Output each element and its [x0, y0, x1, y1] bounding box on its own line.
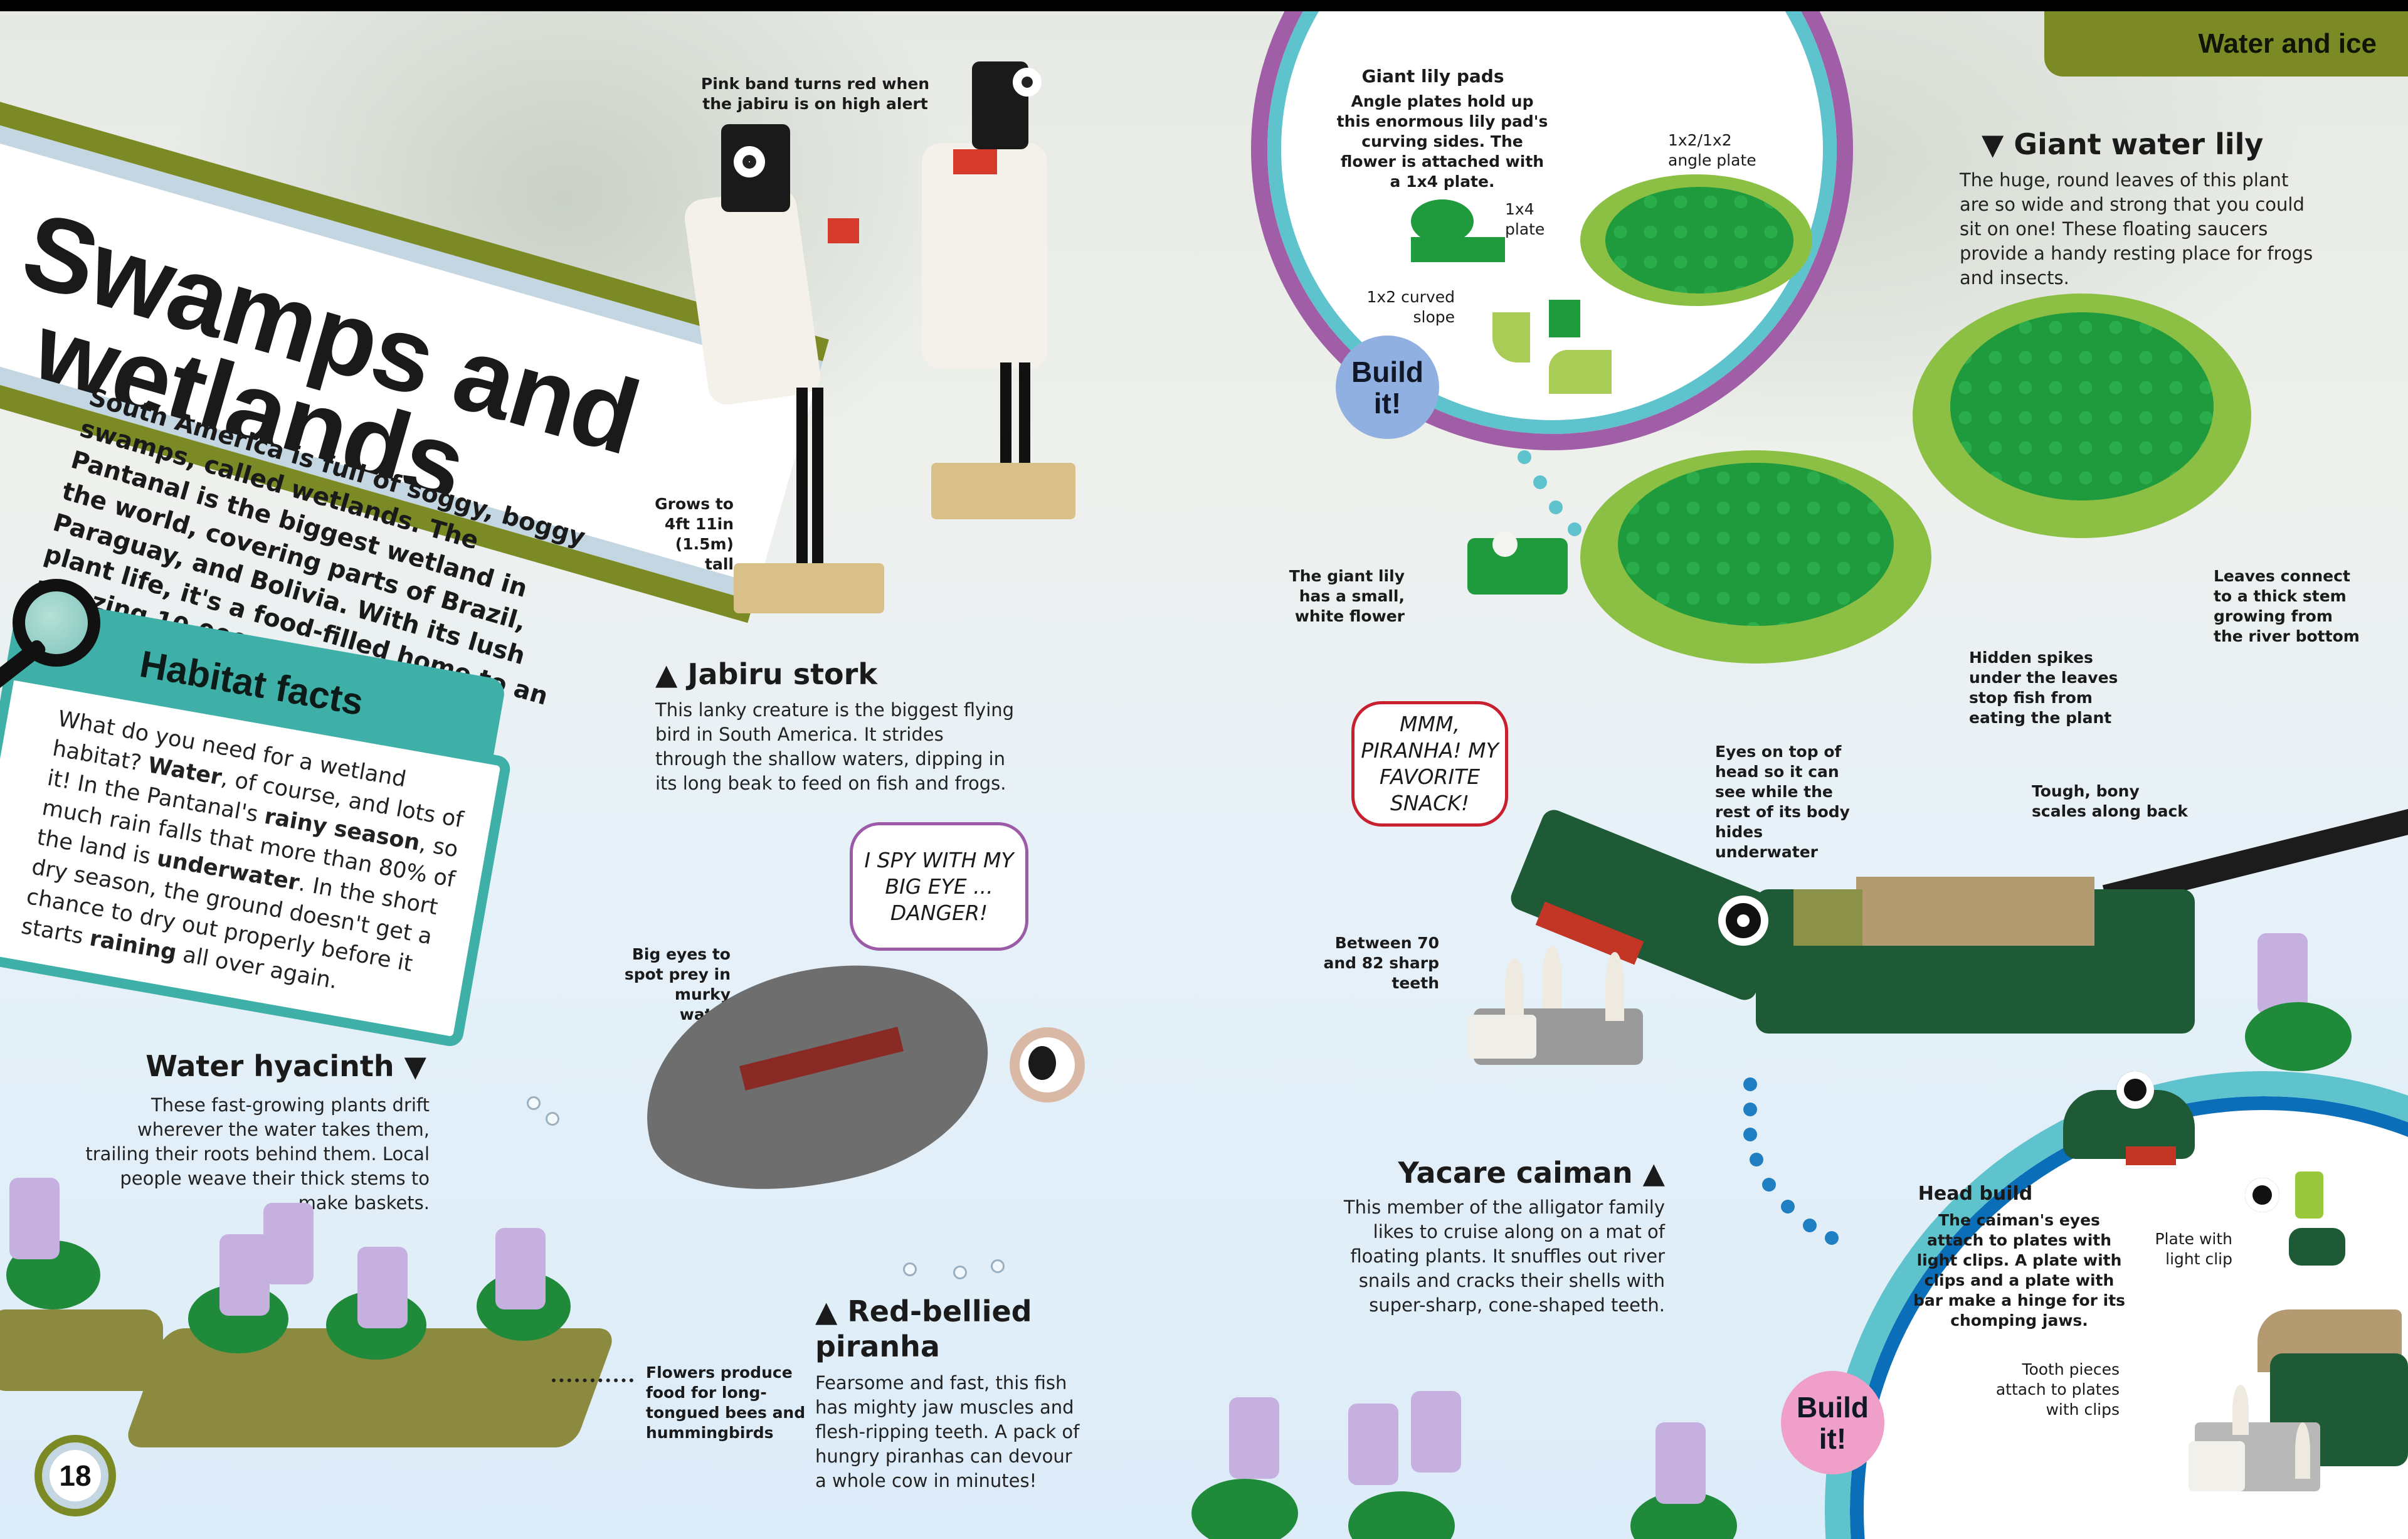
callout-plate-light-clip: Plate with light clip: [2155, 1230, 2232, 1268]
callout-lily-stem: Leaves connect to a thick stem growing f…: [2214, 567, 2360, 645]
section-tag: Water and ice: [2044, 11, 2408, 77]
piranha-speech-bubble: I SPY WITH MY BIG EYE ... DANGER!: [850, 822, 1028, 951]
giant-lily-body: The huge, round leaves of this plant are…: [1960, 169, 2313, 288]
callout-tooth-pieces: Tooth pieces attach to plates with clips: [1995, 1360, 2120, 1419]
callout-lily-spikes: Hidden spikes under the leaves stop fish…: [1969, 648, 2118, 727]
book-spread: Water and ice Swamps and wetlands South …: [0, 11, 2408, 1539]
piranha-body: Fearsome and fast, this fish has mighty …: [815, 1372, 1080, 1491]
hyacinth-heading: Water hyacinth ▼: [145, 1049, 426, 1083]
head-build-body: The caiman's eyes attach to plates with …: [1913, 1211, 2126, 1330]
caiman-body: This member of the alligator family like…: [1343, 1197, 1665, 1316]
part-curved-slope: 1x2 curved slope: [1366, 288, 1455, 326]
lily-build-body: Angle plates hold up this enormous lily …: [1336, 92, 1548, 191]
caiman-heading: Yacare caiman ▲: [1398, 1156, 1665, 1190]
build-it-badge-head: Build it!: [1781, 1371, 1884, 1474]
callout-lily-flower: The giant lily has a small, white flower: [1289, 567, 1405, 625]
callout-caiman-scales: Tough, bony scales along back: [2032, 782, 2188, 820]
jabiru-body: This lanky creature is the biggest flyin…: [655, 699, 1015, 794]
hyacinth-body: These fast-growing plants drift wherever…: [85, 1094, 430, 1214]
part-1x4-plate: 1x4 plate: [1505, 200, 1545, 238]
jabiru-heading: ▲ Jabiru stork: [655, 657, 877, 691]
piranha-heading: ▲ Red-bellied piranha: [815, 1294, 1032, 1363]
callout-jabiru-height: Grows to 4ft 11in (1.5m) tall: [655, 495, 734, 573]
head-build-title: Head build: [1918, 1183, 2033, 1205]
part-angle-plate: 1x2/1x2 angle plate: [1668, 131, 1756, 169]
callout-hyacinth-flowers: Flowers produce food for long-tongued be…: [646, 1363, 806, 1442]
page-number: 18: [34, 1435, 116, 1516]
build-it-badge-lily: Build it!: [1336, 336, 1439, 439]
caiman-speech-bubble: MMM, PIRANHA! MY FAVORITE SNACK!: [1351, 701, 1508, 827]
callout-caiman-eyes: Eyes on top of head so it can see while …: [1715, 743, 1850, 861]
lily-build-title: Giant lily pads: [1361, 66, 1504, 87]
giant-lily-heading: ▼ Giant water lily: [1982, 127, 2264, 161]
callout-jabiru-band: Pink band turns red when the jabiru is o…: [700, 75, 930, 113]
callout-caiman-teeth: Between 70 and 82 sharp teeth: [1323, 934, 1439, 992]
